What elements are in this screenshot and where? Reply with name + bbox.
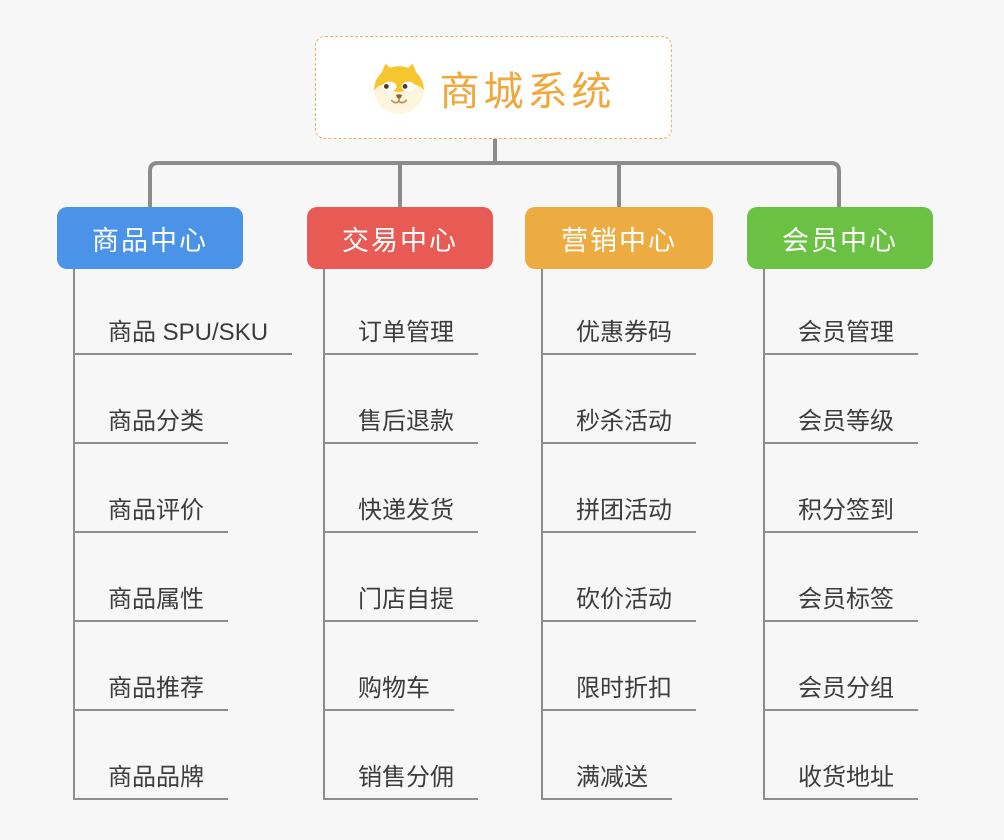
sub-topic[interactable]: 砍价活动 (541, 585, 696, 622)
sub-topic[interactable]: 会员标签 (763, 585, 918, 622)
root-topic[interactable]: 商城系统 (315, 36, 672, 139)
sub-topic[interactable]: 会员分组 (763, 674, 918, 711)
sub-topic[interactable]: 商品评价 (73, 496, 228, 533)
sub-topic[interactable]: 销售分佣 (323, 763, 478, 800)
sub-topic[interactable]: 商品分类 (73, 407, 228, 444)
sub-topic[interactable]: 门店自提 (323, 585, 478, 622)
sub-topic[interactable]: 购物车 (323, 674, 454, 711)
branch-topic-trade[interactable]: 交易中心 (307, 207, 493, 269)
sub-topic[interactable]: 会员等级 (763, 407, 918, 444)
branch-marketing-center: 营销中心 优惠券码 秒杀活动 拼团活动 砍价活动 限时折扣 满减送 (525, 207, 713, 807)
sub-topic[interactable]: 商品品牌 (73, 763, 228, 800)
sub-topic[interactable]: 会员管理 (763, 318, 918, 355)
branch-trunk-line (541, 269, 543, 800)
branch-trade-center: 交易中心 订单管理 售后退款 快递发货 门店自提 购物车 销售分佣 (307, 207, 493, 807)
sub-topic[interactable]: 订单管理 (323, 318, 478, 355)
branch-member-center: 会员中心 会员管理 会员等级 积分签到 会员标签 会员分组 收货地址 (747, 207, 933, 807)
sub-topic[interactable]: 积分签到 (763, 496, 918, 533)
sub-topic[interactable]: 收货地址 (763, 763, 918, 800)
sub-topic[interactable]: 快递发货 (323, 496, 478, 533)
sub-topic[interactable]: 商品推荐 (73, 674, 228, 711)
sub-topic[interactable]: 秒杀活动 (541, 407, 696, 444)
branch-bus-line (148, 161, 841, 207)
sub-topic[interactable]: 售后退款 (323, 407, 478, 444)
sub-topic[interactable]: 拼团活动 (541, 496, 696, 533)
branch-trunk-line (73, 269, 75, 800)
sub-topic[interactable]: 限时折扣 (541, 674, 696, 711)
shiba-dog-icon (373, 63, 424, 114)
root-topic-title: 商城系统 (439, 69, 616, 114)
branch-topic-product[interactable]: 商品中心 (57, 207, 243, 269)
sub-topic[interactable]: 优惠券码 (541, 318, 696, 355)
branch-topic-member[interactable]: 会员中心 (747, 207, 933, 269)
sub-topic[interactable]: 满减送 (541, 763, 672, 800)
sub-topic[interactable]: 商品属性 (73, 585, 228, 622)
branch-trunk-line (763, 269, 765, 800)
sub-topic[interactable]: 商品 SPU/SKU (73, 318, 293, 355)
connector-group (148, 139, 841, 207)
branch-product-center: 商品中心 商品 SPU/SKU 商品分类 商品评价 商品属性 商品推荐 商品品牌 (57, 207, 293, 807)
branch-topic-marketing[interactable]: 营销中心 (525, 207, 713, 269)
branch-trunk-line (323, 269, 325, 800)
